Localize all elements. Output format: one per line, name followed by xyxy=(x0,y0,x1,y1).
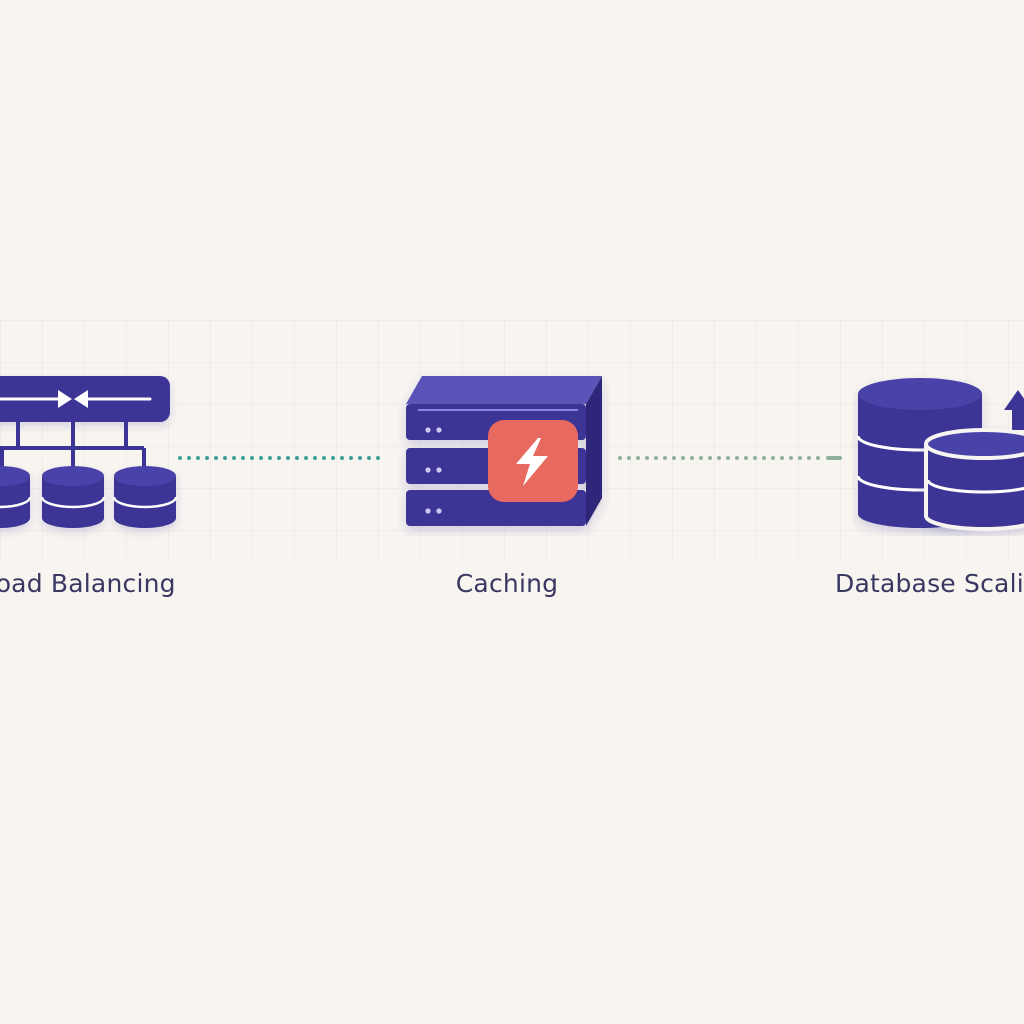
lightning-bolt-icon xyxy=(488,420,578,502)
connector-lb-cache xyxy=(178,456,384,460)
cache-server-icon xyxy=(406,376,602,526)
caching-label: Caching xyxy=(455,569,559,598)
load-balancer-icon xyxy=(0,376,178,528)
database-scaling-label: Database Scaling xyxy=(835,569,1024,598)
database-scaling-icon xyxy=(856,378,1024,531)
load-balancing-label: Load Balancing xyxy=(0,569,176,598)
connector-cache-db xyxy=(618,456,842,460)
